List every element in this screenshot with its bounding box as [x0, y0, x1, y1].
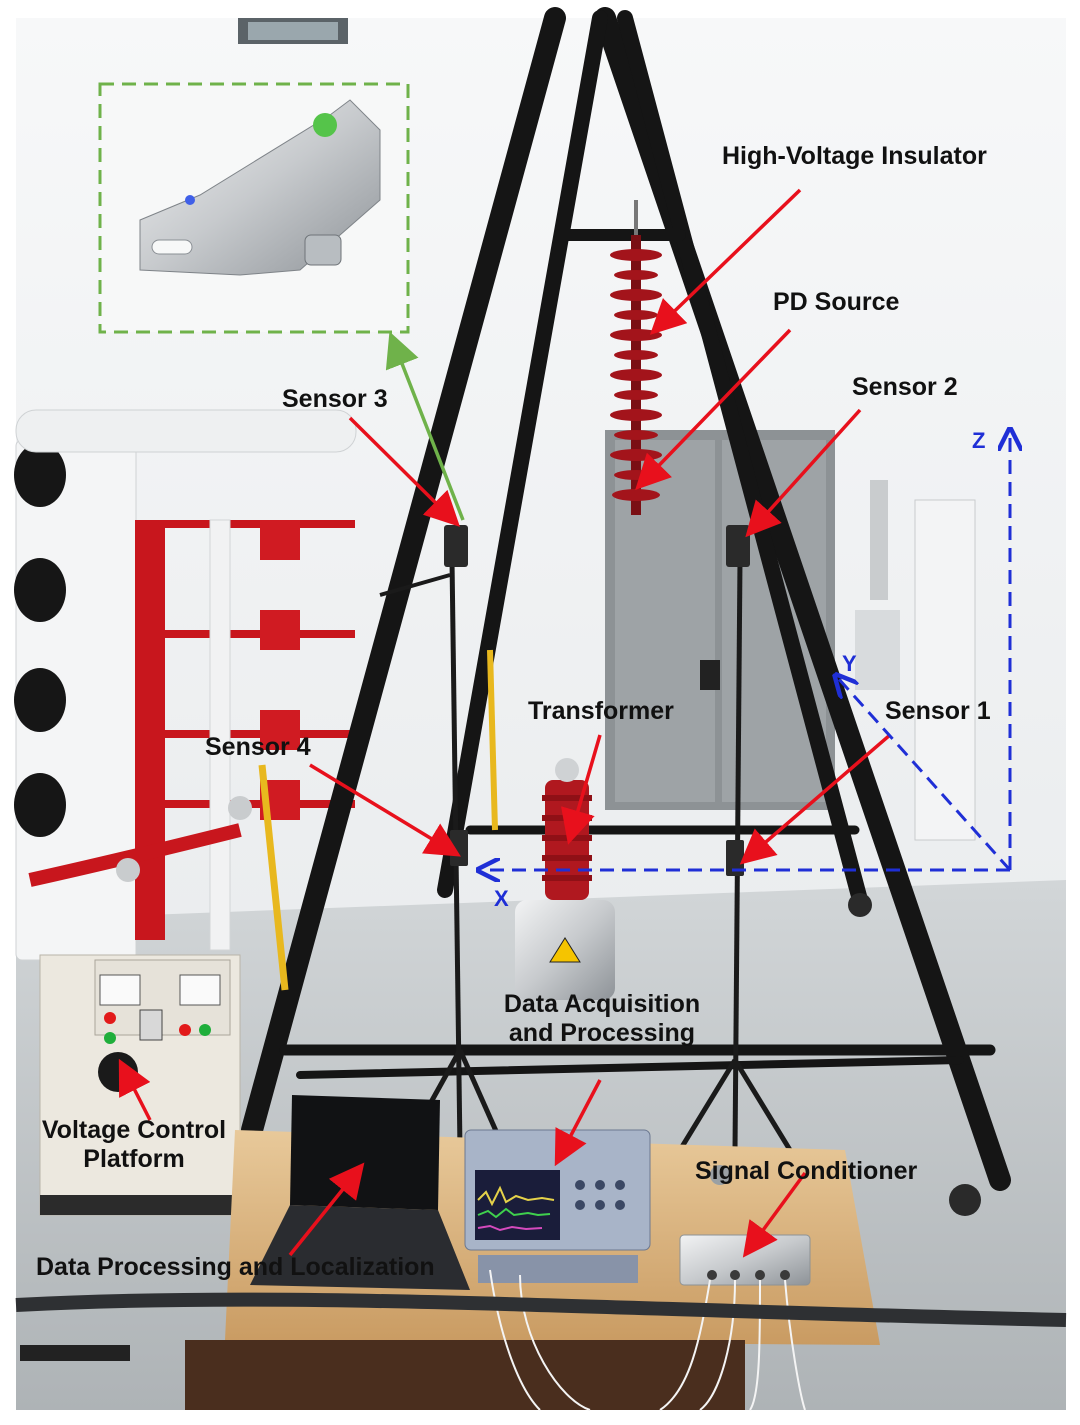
sensor-4-label: Sensor 4 [205, 733, 311, 761]
transformer-label: Transformer [528, 697, 674, 725]
insulator-label: High-Voltage Insulator [722, 142, 987, 170]
sensor-2-label: Sensor 2 [852, 373, 958, 401]
daq-label-line1: Data Acquisition [503, 990, 701, 1018]
daq-label: Data Acquisition and Processing [472, 990, 732, 1048]
signal-conditioner-label: Signal Conditioner [695, 1157, 918, 1185]
daq-label-line2: and Processing [508, 1018, 696, 1047]
voltage-control-label: Voltage Control Platform [14, 1116, 254, 1174]
voltage-control-label-line1: Voltage Control [41, 1116, 227, 1144]
sensor-3-label: Sensor 3 [282, 385, 388, 413]
laptop-label: Data Processing and Localization [36, 1253, 435, 1281]
voltage-control-label-line2: Platform [83, 1144, 185, 1173]
sensor-1-label: Sensor 1 [885, 697, 991, 725]
pd-source-label: PD Source [773, 288, 900, 316]
axis-z-label: Z [972, 428, 986, 453]
axis-y-label: Y [842, 651, 857, 676]
axis-x-label: X [494, 886, 509, 911]
